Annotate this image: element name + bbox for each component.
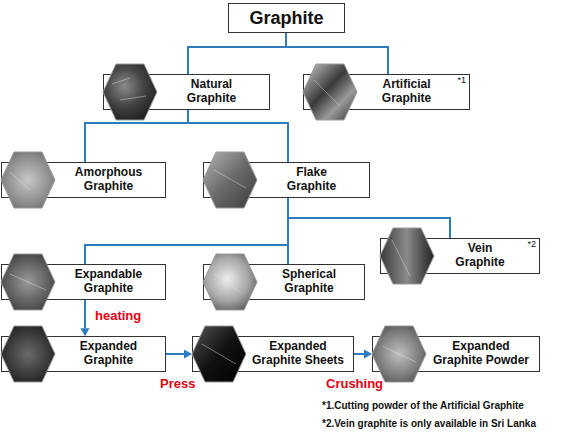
- box-label: Artificial Graphite: [372, 78, 442, 106]
- arrow-head: [184, 350, 192, 359]
- box-label: Spherical Graphite: [274, 268, 344, 296]
- hexagon-photo: [203, 152, 257, 208]
- box-label: Natural Graphite: [177, 78, 247, 106]
- hexagon-photo: [103, 64, 157, 120]
- connector-line: [287, 198, 289, 264]
- connector: [81, 300, 90, 336]
- footnote-mark: *2: [527, 240, 536, 249]
- connector: [354, 350, 372, 359]
- connector: [188, 33, 286, 74]
- box-label: Amorphous Graphite: [69, 166, 149, 194]
- hexagon-photo: [380, 228, 434, 284]
- connector: [288, 198, 450, 238]
- connector: [85, 198, 288, 264]
- process-label: Crushing: [326, 377, 383, 391]
- arrow-head: [81, 328, 90, 336]
- box-label: Expanded Graphite Powder: [430, 340, 532, 368]
- box-label: Flake Graphite: [279, 166, 344, 194]
- connector: [166, 350, 192, 359]
- process-label: Press: [160, 377, 195, 391]
- hexagon-photo: [1, 326, 55, 382]
- box-label: Expandable Graphite: [69, 268, 149, 296]
- connector-line: [166, 353, 184, 355]
- footnote: *2.Vein graphite is only available in Sr…: [322, 418, 536, 429]
- connector-line: [188, 33, 286, 74]
- arrow-head: [364, 350, 372, 359]
- hexagon-photo: [203, 254, 257, 310]
- photo-texture: [10, 78, 416, 364]
- connector-line: [85, 198, 288, 264]
- footnote: *1.Cutting powder of the Artificial Grap…: [322, 400, 524, 411]
- box-label: Expanded Graphite Sheets: [248, 340, 348, 368]
- box-label: Expanded Graphite: [69, 340, 149, 368]
- box-label: Graphite: [249, 8, 323, 29]
- connector-line: [288, 198, 450, 238]
- connector-line: [354, 353, 364, 355]
- hexagon-photo: [1, 152, 55, 208]
- process-label: heating: [95, 309, 141, 323]
- root-box: Graphite: [228, 3, 345, 33]
- box-label: Vein Graphite: [450, 242, 510, 270]
- connector: [288, 198, 289, 264]
- connector-line: [84, 300, 86, 328]
- footnote-mark: *1: [457, 76, 466, 85]
- hexagon-photo: [303, 64, 357, 120]
